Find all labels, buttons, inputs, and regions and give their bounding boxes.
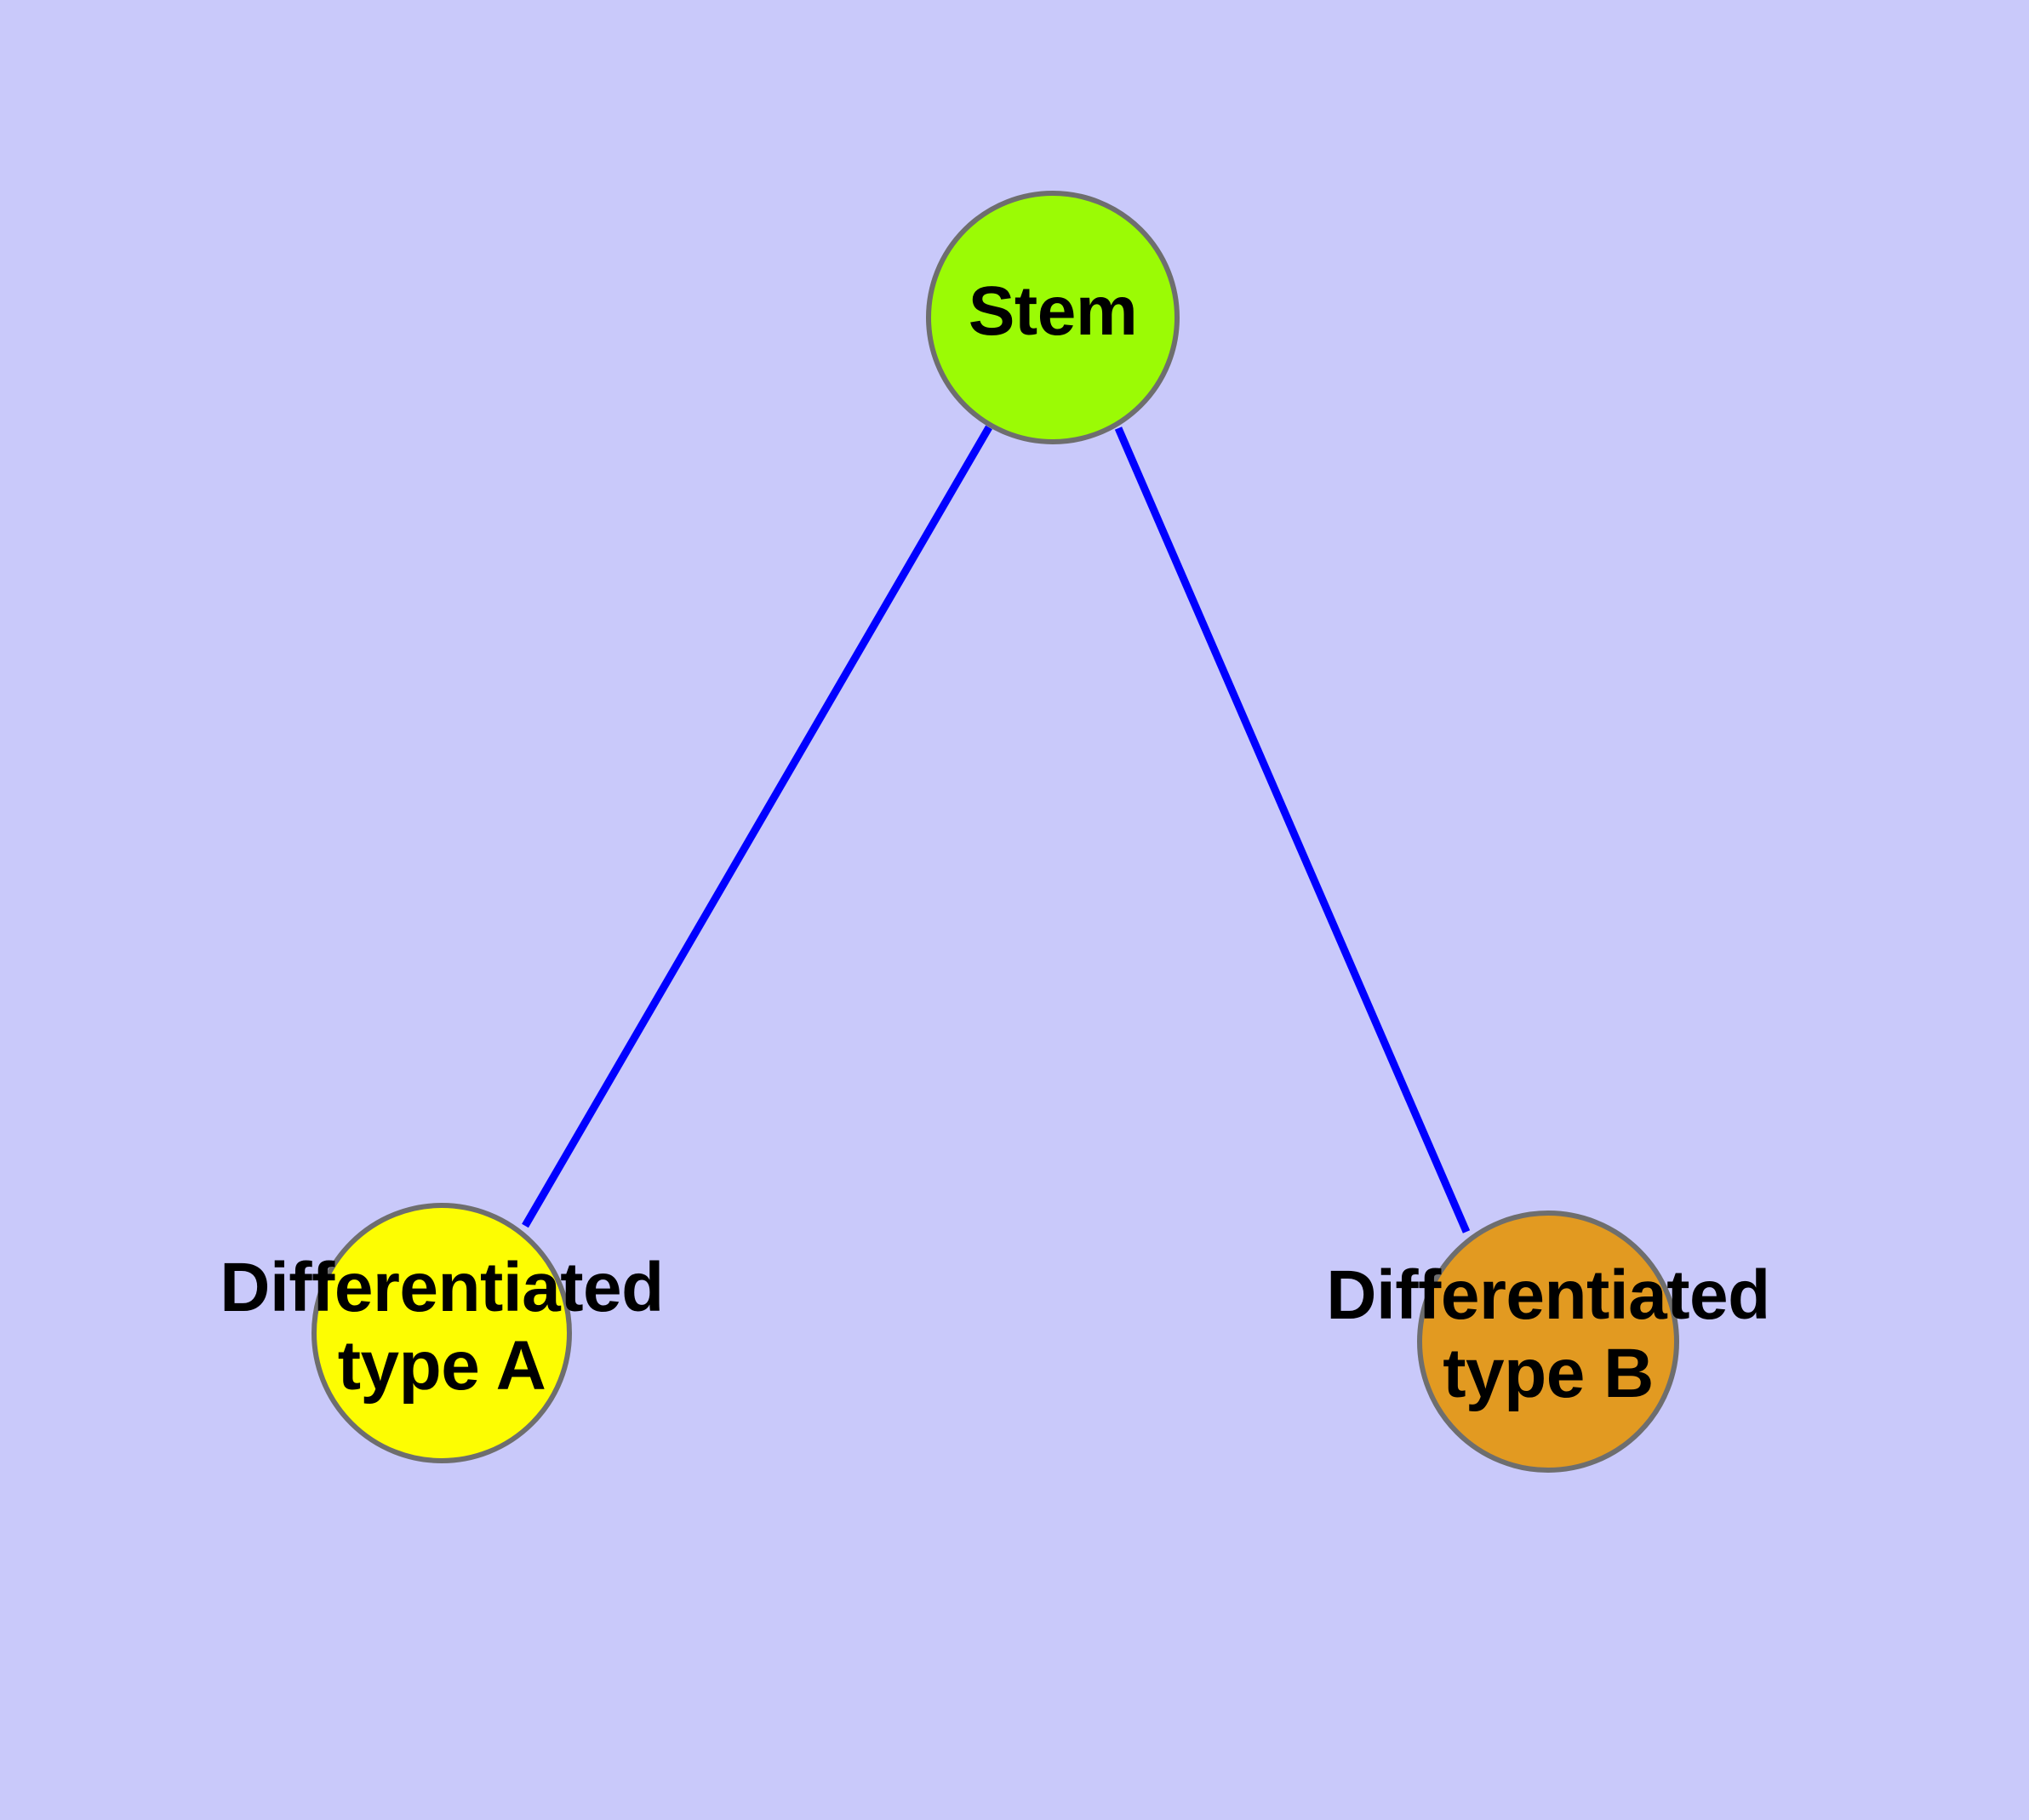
node-differentiated-type-b[interactable] bbox=[1417, 1210, 1679, 1473]
edge-stem-to-type-b[interactable] bbox=[1114, 426, 1471, 1233]
node-stem[interactable] bbox=[926, 191, 1180, 444]
node-differentiated-type-a[interactable] bbox=[311, 1203, 572, 1463]
edge-stem-to-type-a[interactable] bbox=[522, 425, 992, 1228]
